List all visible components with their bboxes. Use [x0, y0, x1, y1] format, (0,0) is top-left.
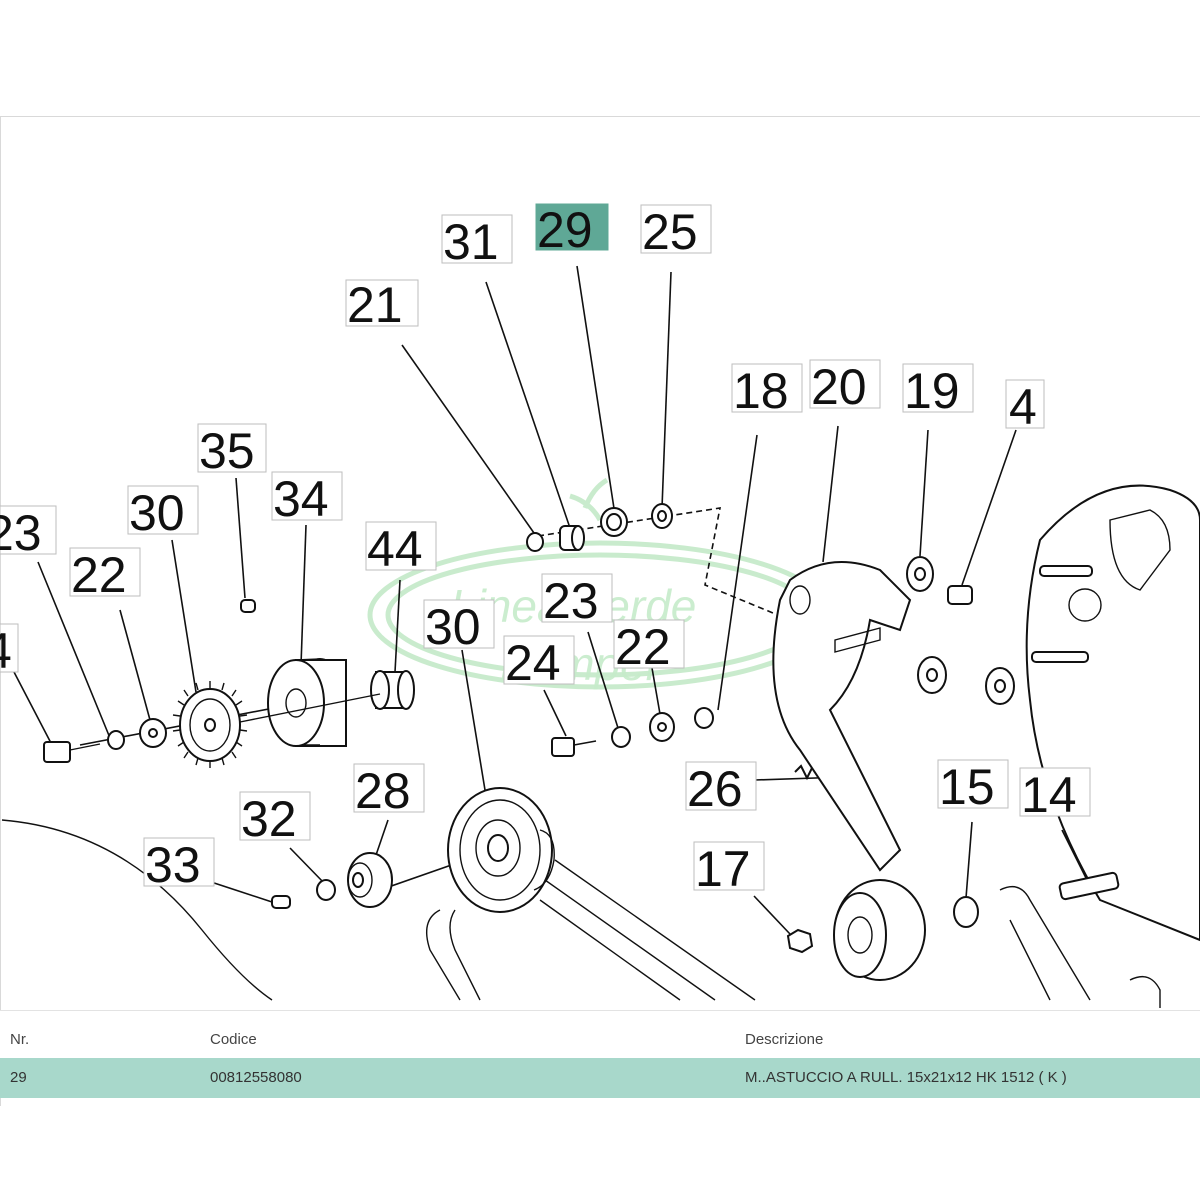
bolt-part-14	[1058, 871, 1120, 901]
idler-roller	[833, 879, 926, 981]
callout-34: 34	[271, 471, 343, 527]
gear-part-30-left	[172, 681, 248, 768]
bushing-part-15	[953, 896, 979, 928]
svg-text:44: 44	[367, 521, 423, 577]
svg-text:34: 34	[273, 471, 329, 527]
cell-codice: 00812558080	[210, 1069, 302, 1086]
svg-text:25: 25	[642, 204, 698, 260]
callout-31: 31	[441, 214, 513, 270]
washer-part-23-b	[611, 726, 631, 748]
callout-4-left: 4	[0, 623, 19, 679]
header-codice: Codice	[210, 1031, 257, 1048]
svg-text:22: 22	[71, 547, 127, 603]
svg-text:15: 15	[939, 759, 995, 815]
exploded-parts-diagram: Linea Verde Pompei	[0, 202, 1200, 1008]
callout-23: 23	[541, 573, 613, 629]
pin-part-35	[240, 599, 256, 613]
svg-text:17: 17	[695, 841, 751, 897]
gear-part-30	[447, 787, 555, 913]
bolt-part-4-b	[947, 585, 973, 605]
svg-text:20: 20	[811, 359, 867, 415]
callout-22: 22	[613, 619, 685, 675]
callout-24: 24	[503, 635, 575, 691]
washer-part-23	[107, 730, 125, 750]
svg-text:35: 35	[199, 423, 255, 479]
cell-nr: 29	[10, 1069, 27, 1086]
callout-23-left: 23	[0, 505, 57, 561]
svg-text:32: 32	[241, 791, 297, 847]
bolt-part-24	[551, 737, 575, 757]
callout-20: 20	[809, 359, 881, 415]
parts	[1, 484, 1200, 1008]
cell-descrizione: M..ASTUCCIO A RULL. 15x21x12 HK 1512 ( K…	[745, 1069, 1067, 1086]
callout-21: 21	[345, 277, 419, 333]
svg-text:18: 18	[733, 363, 789, 419]
ring-part-21	[526, 532, 544, 552]
header-nr: Nr.	[10, 1031, 30, 1048]
svg-text:30: 30	[425, 599, 481, 655]
callout-30: 30	[423, 599, 495, 655]
bearing-part-28	[347, 852, 393, 908]
svg-text:29: 29	[537, 202, 593, 258]
svg-text:26: 26	[687, 761, 743, 817]
svg-text:23: 23	[543, 573, 599, 629]
callout-28: 28	[353, 763, 425, 819]
svg-text:4: 4	[0, 623, 12, 679]
pulley-part-34	[267, 658, 347, 747]
svg-text:14: 14	[1021, 767, 1077, 823]
callout-15: 15	[937, 759, 1009, 815]
callout-30-left: 30	[127, 485, 199, 541]
pin-part-18-shaft	[834, 627, 881, 653]
svg-text:24: 24	[505, 635, 561, 691]
callout-19: 19	[902, 363, 974, 419]
svg-text:33: 33	[145, 837, 201, 893]
svg-text:30: 30	[129, 485, 185, 541]
callout-33: 33	[143, 837, 215, 893]
nipple-part-33	[271, 895, 291, 909]
callout-22-left: 22	[69, 547, 141, 603]
svg-text:31: 31	[443, 214, 499, 270]
callout-29-highlighted: 29	[535, 202, 609, 258]
callout-35: 35	[197, 423, 267, 479]
callouts: 31 29 25 21 18 20 19 4 35 34 30 23 22 44…	[0, 202, 1091, 897]
washer-part-32	[316, 879, 336, 901]
header-descrizione: Descrizione	[745, 1031, 824, 1048]
bolt-part-4	[43, 741, 71, 763]
diagram-frame	[0, 116, 1200, 1106]
callout-17: 17	[693, 841, 765, 897]
svg-text:21: 21	[347, 277, 403, 333]
callout-18: 18	[731, 363, 803, 419]
callout-44: 44	[365, 521, 437, 577]
table-row[interactable]: 29 00812558080 M..ASTUCCIO A RULL. 15x21…	[0, 1058, 1200, 1098]
callout-14: 14	[1019, 767, 1091, 823]
bushing-part-18	[694, 707, 714, 729]
callout-25: 25	[640, 204, 712, 260]
svg-text:22: 22	[615, 619, 671, 675]
callout-26: 26	[685, 761, 757, 817]
svg-text:19: 19	[904, 363, 960, 419]
parts-table: Nr. Codice Descrizione 29 00812558080 M.…	[0, 1010, 1200, 1098]
bracket-part-20	[772, 561, 912, 872]
bushing-part-44	[370, 670, 415, 710]
callout-4: 4	[1005, 379, 1045, 435]
nut-part-17	[786, 928, 814, 954]
svg-text:28: 28	[355, 763, 411, 819]
callout-32: 32	[239, 791, 311, 847]
svg-text:4: 4	[1009, 379, 1037, 435]
svg-text:23: 23	[0, 505, 42, 561]
table-header: Nr. Codice Descrizione	[0, 1010, 1200, 1058]
